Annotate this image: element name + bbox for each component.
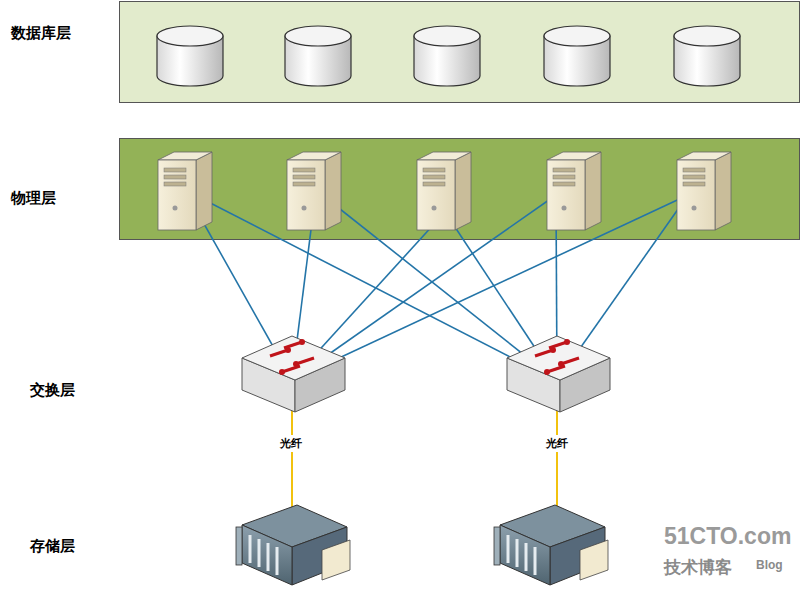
database-cylinder (157, 26, 223, 86)
database-cylinder (674, 26, 740, 86)
watermark: 技术博客 (664, 556, 732, 579)
cable-label: 光纤 (278, 435, 304, 452)
server-tower (287, 152, 341, 230)
network-switch (507, 336, 610, 412)
network-cable (185, 190, 557, 381)
cable-label: 光纤 (544, 435, 570, 452)
layer-heading: 数据库层 (11, 24, 71, 43)
database-cylinder (414, 26, 480, 86)
database-cylinder (285, 26, 351, 86)
network-cable (445, 212, 557, 381)
layer-heading: 存储层 (30, 537, 75, 556)
server-tower (158, 152, 212, 230)
watermark: Blog (756, 558, 783, 572)
server-tower (417, 152, 471, 230)
storage-array (494, 505, 608, 585)
watermark: 51CTO.com (664, 523, 791, 550)
server-tower (547, 152, 601, 230)
layer-heading: 交换层 (30, 381, 75, 400)
network-switch (242, 336, 345, 412)
database-cylinder (544, 26, 610, 86)
layer-heading: 物理层 (11, 189, 56, 208)
storage-array (236, 505, 350, 585)
network-cable (292, 195, 688, 380)
server-tower (677, 152, 731, 230)
